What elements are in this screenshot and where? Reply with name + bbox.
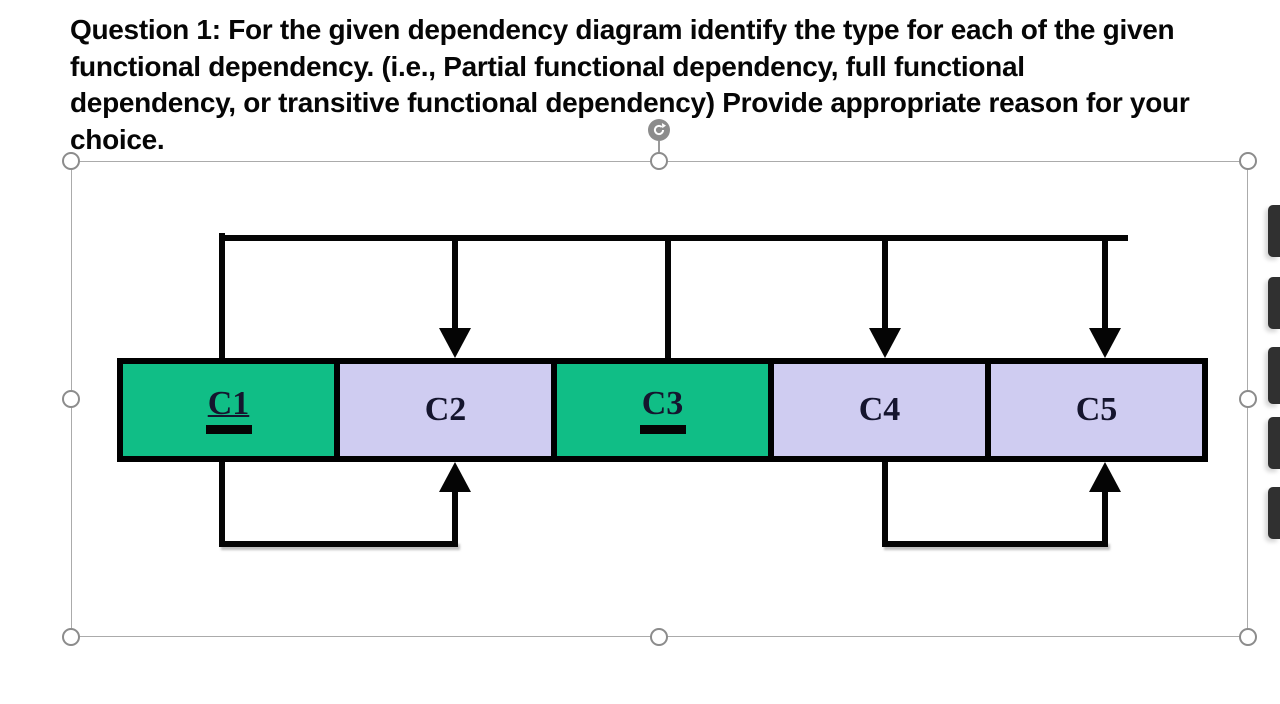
clipped-content-block-1 [1268,205,1280,257]
resize-handle-middle-right[interactable] [1239,390,1257,408]
resize-handle-top-left[interactable] [62,152,80,170]
clipped-content-block-3 [1268,347,1280,404]
arrowhead-into-c2-top [439,328,471,358]
arrowhead-into-c2-bottom [439,462,471,492]
resize-handle-bottom-right[interactable] [1239,628,1257,646]
question-line-1: Question 1: For the given dependency dia… [70,14,1175,45]
rotation-handle-stem [658,141,660,153]
c4-bottom-stub [882,462,888,547]
resize-handle-top-right[interactable] [1239,152,1257,170]
attribute-box-c2: C2 [334,358,557,462]
key-underline-bar-c3 [639,424,686,434]
resize-handle-bottom-left[interactable] [62,628,80,646]
clipped-content-block-4 [1268,417,1280,469]
attribute-label-c4: C4 [858,391,901,428]
attribute-label-c3: C3 [641,384,684,422]
attribute-box-row: C1 C2 C3 C4 C5 [117,358,1208,462]
arrowhead-into-c5-bottom [1089,462,1121,492]
attribute-box-c3: C3 [551,358,774,462]
attribute-label-c1: C1 [207,384,250,422]
question-text-block[interactable]: Question 1: For the given dependency dia… [70,12,1190,158]
arrowhead-into-c4-top [869,328,901,358]
attribute-box-c5: C5 [985,358,1208,462]
attribute-label-c5: C5 [1075,391,1118,428]
c3-top-stub [665,235,671,358]
bottom-connector-c1-c2 [219,541,458,547]
top-connector-line [219,235,1128,241]
question-line-2: functional dependency. (i.e., Partial fu… [70,50,1025,82]
arrowhead-into-c5-top [1089,328,1121,358]
arrow-line-into-c2-top [452,235,458,335]
clipped-content-block-2 [1268,277,1280,329]
resize-handle-bottom-center[interactable] [650,628,668,646]
rotation-handle[interactable] [648,119,670,141]
attribute-box-c4: C4 [768,358,991,462]
bottom-connector-c4-c5 [882,541,1108,547]
resize-handle-middle-left[interactable] [62,390,80,408]
attribute-box-c1: C1 [117,358,340,462]
c1-bottom-stub [219,462,225,547]
arrow-line-into-c5-top [1102,235,1108,335]
rotate-icon [652,123,666,137]
arrow-line-into-c5-bottom [1102,488,1108,547]
arrow-line-into-c2-bottom [452,488,458,547]
c1-top-stub [219,233,225,358]
question-line-4: choice. [70,123,165,155]
arrow-line-into-c4-top [882,235,888,335]
attribute-label-c2: C2 [424,391,467,428]
question-line-3: dependency, or transitive functional dep… [70,87,1190,118]
key-underline-bar-c1 [205,424,252,434]
clipped-content-block-5 [1268,487,1280,539]
resize-handle-top-center[interactable] [650,152,668,170]
